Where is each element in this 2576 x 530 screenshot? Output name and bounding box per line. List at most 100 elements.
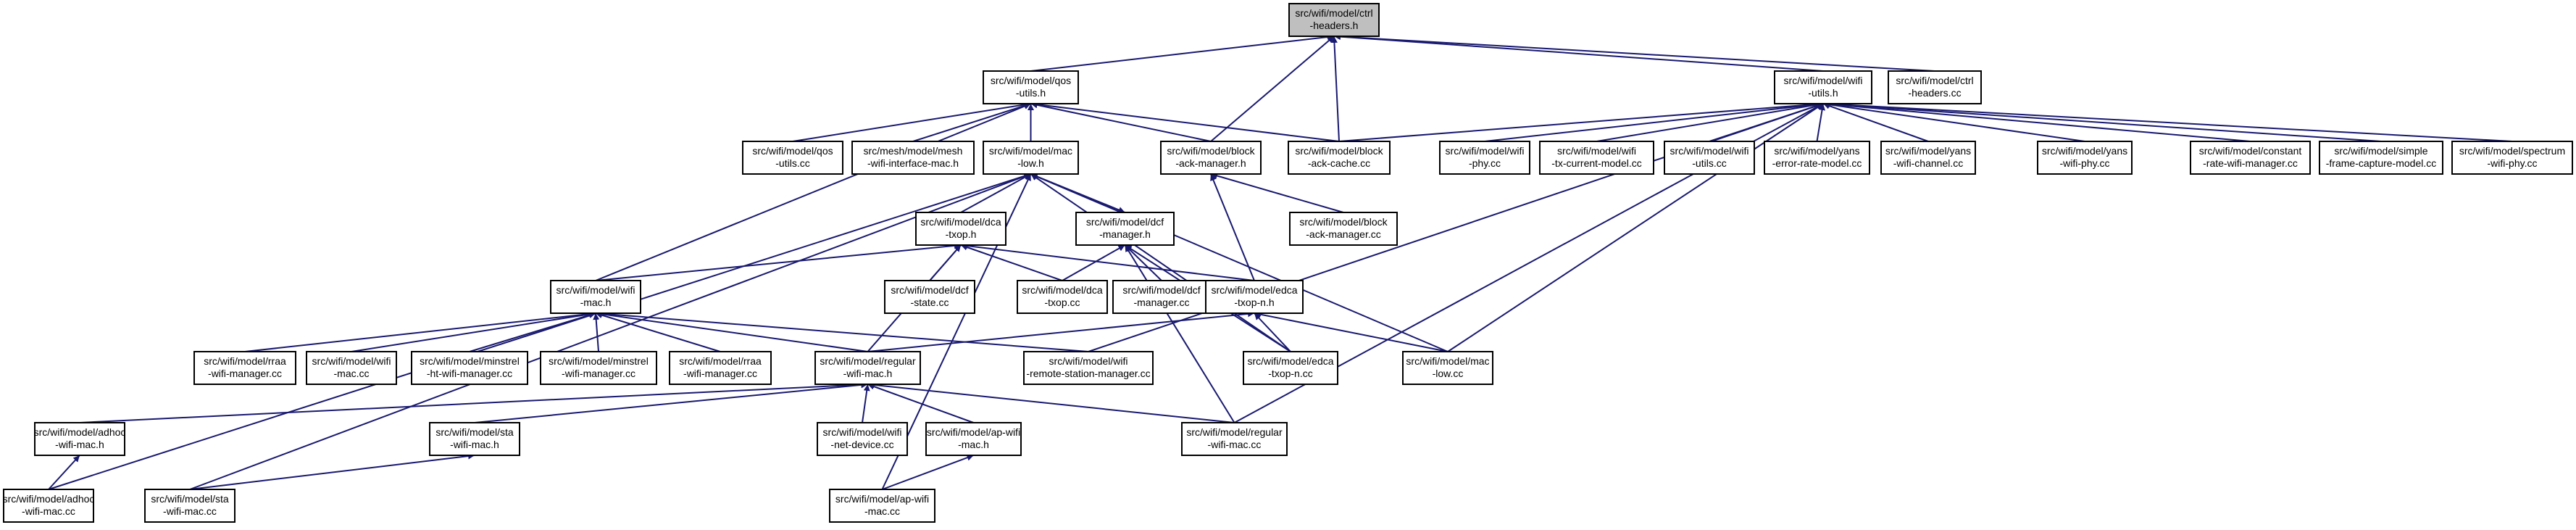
node-label-line: -wifi-manager.cc bbox=[683, 368, 757, 379]
node-label-line: src/wifi/model/yans bbox=[1774, 145, 1859, 157]
node-label-line: src/wifi/model/block bbox=[1295, 145, 1383, 157]
node-simple_cc[interactable]: src/wifi/model/simple-frame-capture-mode… bbox=[2319, 141, 2443, 175]
edge-reg_h-to-wmac_h bbox=[595, 310, 868, 352]
node-bac_cc[interactable]: src/wifi/model/block-ack-cache.cc bbox=[1288, 141, 1391, 175]
node-label-line: -tx-current-model.cc bbox=[1551, 157, 1641, 169]
node-label-line: -ht-wifi-manager.cc bbox=[427, 368, 512, 379]
node-wmac_h[interactable]: src/wifi/model/wifi-mac.h bbox=[550, 280, 641, 314]
edge-const_cc-to-wutils_h bbox=[1822, 101, 2251, 142]
node-box bbox=[925, 422, 1022, 456]
node-minht_cc[interactable]: src/wifi/model/minstrel-ht-wifi-manager.… bbox=[411, 351, 528, 385]
node-adhoc_cc[interactable]: src/wifi/model/adhoc-wifi-mac.cc bbox=[3, 489, 95, 523]
node-rsm_cc[interactable]: src/wifi/model/wifi-remote-station-manag… bbox=[1023, 351, 1154, 385]
node-box bbox=[1075, 212, 1175, 246]
node-label-line: -rate-wifi-manager.cc bbox=[2203, 157, 2298, 169]
node-maclow_cc[interactable]: src/wifi/model/mac-low.cc bbox=[1402, 351, 1493, 385]
node-box bbox=[1664, 141, 1755, 175]
edge-netdev_cc-to-reg_h bbox=[862, 384, 870, 423]
node-box bbox=[884, 280, 975, 314]
node-dca_cc[interactable]: src/wifi/model/dca-txop.cc bbox=[1017, 280, 1108, 314]
node-txcur_cc[interactable]: src/wifi/model/wifi-tx-current-model.cc bbox=[1539, 141, 1654, 175]
node-box bbox=[1205, 280, 1304, 314]
edge-qos_cc-to-qos_h bbox=[792, 101, 1031, 142]
edge-mesh_cc-to-qos_h bbox=[912, 102, 1031, 142]
node-edca_cc[interactable]: src/wifi/model/edca-txop-n.cc bbox=[1243, 351, 1338, 385]
node-label-line: src/wifi/model/mac bbox=[989, 145, 1072, 157]
edge-maclow_cc-to-maclow_h bbox=[1030, 173, 1449, 352]
node-mesh_cc[interactable]: src/mesh/model/mesh-wifi-interface-mac.h bbox=[851, 141, 975, 175]
node-ap_h[interactable]: src/wifi/model/ap-wifi-mac.h bbox=[925, 422, 1022, 456]
node-maclow_h[interactable]: src/wifi/model/mac-low.h bbox=[983, 141, 1079, 175]
node-sta_cc[interactable]: src/wifi/model/sta-wifi-mac.cc bbox=[144, 489, 235, 523]
node-reg_h[interactable]: src/wifi/model/regular-wifi-mac.h bbox=[814, 351, 921, 385]
node-qos_cc[interactable]: src/wifi/model/qos-utils.cc bbox=[742, 141, 843, 175]
edge-wmac_h-to-qos_h bbox=[595, 103, 1031, 281]
node-label-line: src/wifi/model/ctrl bbox=[1896, 75, 1973, 86]
node-min_cc[interactable]: src/wifi/model/minstrel-wifi-manager.cc bbox=[540, 351, 657, 385]
edge-bac_cc-to-ctf_h bbox=[1330, 36, 1340, 142]
edge-ap_cc-to-ap_h bbox=[882, 454, 974, 490]
node-label-line: src/wifi/model/ctrl bbox=[1295, 7, 1372, 19]
node-label-line: src/wifi/model/spectrum bbox=[2459, 145, 2565, 157]
node-qos_h[interactable]: src/wifi/model/qos-utils.h bbox=[983, 70, 1079, 104]
edge-maclow_cc-to-wutils_h bbox=[1447, 103, 1824, 352]
node-rraa2_cc[interactable]: src/wifi/model/rraa-wifi-manager.cc bbox=[669, 351, 772, 385]
node-bam_h[interactable]: src/wifi/model/block-ack-manager.h bbox=[1160, 141, 1262, 175]
node-ych_cc[interactable]: src/wifi/model/yans-wifi-channel.cc bbox=[1880, 141, 1976, 175]
node-label-line: src/wifi/model/edca bbox=[1247, 355, 1333, 367]
node-label-line: src/wifi/model/sta bbox=[151, 493, 229, 505]
node-box bbox=[540, 351, 657, 385]
node-box bbox=[2319, 141, 2443, 175]
node-rraa_cc[interactable]: src/wifi/model/rraa-wifi-manager.cc bbox=[193, 351, 296, 385]
node-wutils_cc[interactable]: src/wifi/model/wifi-utils.cc bbox=[1664, 141, 1755, 175]
node-label-line: -wifi-phy.cc bbox=[2060, 157, 2110, 169]
node-dcfm_h[interactable]: src/wifi/model/dcf-manager.h bbox=[1075, 212, 1175, 246]
node-dca_h[interactable]: src/wifi/model/dca-txop.h bbox=[915, 212, 1006, 246]
node-label-line: src/wifi/model/wifi bbox=[1784, 75, 1863, 86]
node-box bbox=[817, 422, 908, 456]
edge-dca_cc-to-dcfm_h bbox=[1062, 244, 1125, 281]
node-edca_h[interactable]: src/wifi/model/edca-txop-n.h bbox=[1205, 280, 1304, 314]
node-label-line: src/wifi/model/regular bbox=[1186, 426, 1283, 438]
node-adhoc_h[interactable]: src/wifi/model/adhoc-wifi-mac.h bbox=[34, 422, 126, 456]
node-label-line: src/wifi/model/sta bbox=[435, 426, 514, 438]
node-label-line: -mac.h bbox=[958, 439, 989, 450]
node-box bbox=[1439, 141, 1530, 175]
node-label-line: src/wifi/model/wifi bbox=[1557, 145, 1636, 157]
node-label-line: -txop-n.h bbox=[1234, 297, 1274, 308]
node-box bbox=[915, 212, 1006, 246]
node-reg_cc[interactable]: src/wifi/model/regular-wifi-mac.cc bbox=[1181, 422, 1288, 456]
node-label-line: src/wifi/model/qos bbox=[991, 75, 1071, 86]
node-ctf_cc[interactable]: src/wifi/model/ctrl-headers.cc bbox=[1888, 70, 1982, 104]
node-ap_cc[interactable]: src/wifi/model/ap-wifi-mac.cc bbox=[829, 489, 935, 523]
node-label-line: src/wifi/model/simple bbox=[2334, 145, 2427, 157]
edge-simple_cc-to-wutils_h bbox=[1822, 101, 2382, 142]
edge-qos_h-to-ctf_h bbox=[1030, 33, 1335, 72]
node-dcfst_cc[interactable]: src/wifi/model/dcf-state.cc bbox=[884, 280, 975, 314]
node-label-line: src/wifi/model/wifi bbox=[557, 284, 635, 296]
node-bam_cc[interactable]: src/wifi/model/block-ack-manager.cc bbox=[1289, 212, 1398, 246]
node-label-line: src/wifi/model/rraa bbox=[204, 355, 286, 367]
node-const_cc[interactable]: src/wifi/model/constant-rate-wifi-manage… bbox=[2190, 141, 2311, 175]
node-label-line: -txop.h bbox=[946, 228, 977, 240]
node-wphy_cc[interactable]: src/wifi/model/wifi-phy.cc bbox=[1439, 141, 1530, 175]
nodes-layer: src/wifi/model/ctrl-headers.hsrc/wifi/mo… bbox=[3, 3, 2573, 523]
node-label-line: -frame-capture-model.cc bbox=[2326, 157, 2437, 169]
node-label-line: src/wifi/model/dcf bbox=[891, 284, 968, 296]
node-spec_cc[interactable]: src/wifi/model/spectrum-wifi-phy.cc bbox=[2451, 141, 2573, 175]
edge-rraa_cc-to-wmac_h bbox=[244, 310, 596, 352]
node-wmac_cc[interactable]: src/wifi/model/wifi-mac.cc bbox=[306, 351, 397, 385]
node-label-line: src/wifi/model/block bbox=[1167, 145, 1255, 157]
node-dcfm_cc[interactable]: src/wifi/model/dcf-manager.cc bbox=[1112, 280, 1211, 314]
node-yerr_cc[interactable]: src/wifi/model/yans-error-rate-model.cc bbox=[1764, 141, 1870, 175]
node-box bbox=[34, 422, 125, 456]
node-label-line: -utils.cc bbox=[1692, 157, 1726, 169]
node-label-line: src/wifi/model/qos bbox=[752, 145, 833, 157]
node-label-line: -utils.cc bbox=[775, 157, 809, 169]
node-yphy_cc[interactable]: src/wifi/model/yans-wifi-phy.cc bbox=[2037, 141, 2133, 175]
node-label-line: -remote-station-manager.cc bbox=[1026, 368, 1150, 379]
node-netdev_cc[interactable]: src/wifi/model/wifi-net-device.cc bbox=[817, 422, 908, 456]
node-sta_h[interactable]: src/wifi/model/sta-wifi-mac.h bbox=[429, 422, 520, 456]
node-wutils_h[interactable]: src/wifi/model/wifi-utils.h bbox=[1774, 70, 1872, 104]
node-box bbox=[1023, 351, 1154, 385]
